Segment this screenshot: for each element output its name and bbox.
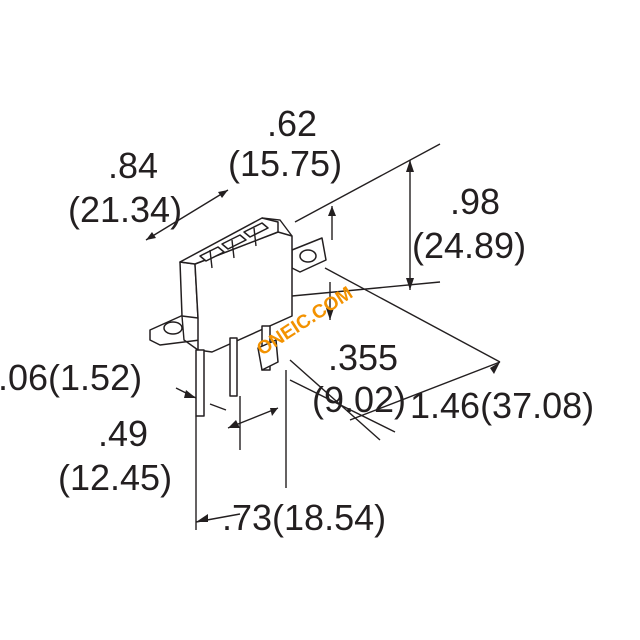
dim-pitch-mm: (9.02) bbox=[312, 379, 406, 420]
extension-line bbox=[294, 143, 441, 223]
dimension-labels: .62 (15.75) .84 (21.34) .98 (24.89) .355… bbox=[0, 103, 594, 538]
dim-height-mm: (24.89) bbox=[412, 225, 526, 266]
dim-pitch-in: .355 bbox=[328, 337, 398, 378]
arrowhead bbox=[326, 308, 334, 320]
arrowhead bbox=[196, 514, 208, 522]
pin-1 bbox=[195, 349, 205, 417]
housing-skirt bbox=[181, 315, 199, 351]
dim-base: .73(18.54) bbox=[222, 497, 386, 538]
slot-divider bbox=[231, 239, 235, 259]
dim-006-line bbox=[209, 403, 227, 411]
terminal-slot-1 bbox=[199, 246, 225, 262]
dim-width-mm: (15.75) bbox=[228, 143, 342, 184]
arrowhead bbox=[406, 278, 414, 290]
arrowhead bbox=[228, 420, 240, 428]
connector-body bbox=[149, 217, 327, 417]
slot-divider bbox=[209, 249, 213, 269]
dim-width-in: .62 bbox=[267, 103, 317, 144]
slot-divider bbox=[253, 227, 257, 247]
dim-length-in: .84 bbox=[108, 145, 158, 186]
arrowhead bbox=[146, 232, 156, 240]
dim-084-line bbox=[145, 189, 229, 241]
pin-2 bbox=[229, 337, 238, 397]
extension-line bbox=[291, 281, 441, 297]
left-mount-hole bbox=[163, 321, 183, 335]
dim-146-line bbox=[349, 361, 501, 421]
dim-height-in: .98 bbox=[450, 181, 500, 222]
terminal-slot-3 bbox=[243, 222, 269, 238]
dim-pin-width: .06(1.52) bbox=[0, 357, 142, 398]
right-mount-hole bbox=[299, 249, 317, 263]
pin-3-tab bbox=[257, 339, 279, 371]
arrowhead bbox=[490, 362, 500, 374]
housing-side-face bbox=[194, 231, 293, 353]
terminal-slot-2 bbox=[221, 234, 247, 250]
dim-pin-length-mm: (12.45) bbox=[58, 457, 172, 498]
arrowhead bbox=[218, 190, 228, 198]
arrowhead bbox=[406, 160, 414, 172]
dim-length-mm: (21.34) bbox=[68, 189, 182, 230]
extension-line bbox=[324, 267, 501, 363]
arrowhead bbox=[184, 390, 196, 398]
arrowhead bbox=[328, 206, 336, 216]
housing-top-edge bbox=[261, 217, 293, 237]
dim-pin-length-in: .49 bbox=[98, 413, 148, 454]
dim-overall: 1.46(37.08) bbox=[410, 385, 594, 426]
extension-line bbox=[289, 359, 381, 441]
dimension-lines bbox=[145, 143, 501, 530]
arrowhead bbox=[270, 408, 278, 416]
